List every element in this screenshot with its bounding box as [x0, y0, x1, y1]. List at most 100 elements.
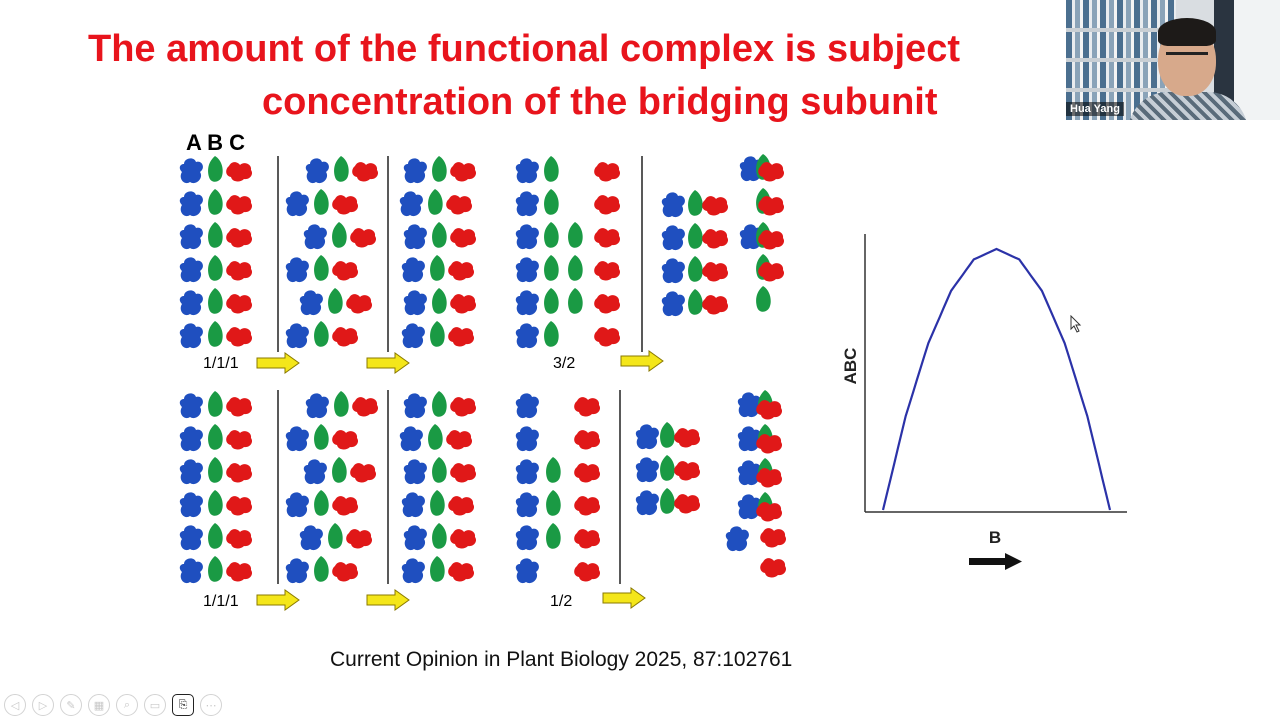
participant-name: Hua Yang	[1066, 102, 1124, 116]
participant-glasses	[1166, 52, 1208, 65]
subunit-c-blob	[574, 463, 601, 483]
pen-button[interactable]: ✎	[60, 694, 82, 716]
subunit-c-blob	[332, 195, 359, 215]
subunit-a-blob	[515, 257, 539, 283]
subunit-c-blob	[594, 195, 621, 215]
shelf-line	[1066, 88, 1176, 92]
subunit-b-blob	[660, 488, 675, 514]
subunit-a-blob	[737, 460, 761, 486]
subunit-a-blob	[515, 459, 539, 485]
subunit-b-blob	[332, 222, 347, 248]
subunit-a-blob	[403, 158, 427, 184]
subunit-a-blob	[661, 258, 685, 284]
next-slide-button[interactable]: ▷	[32, 694, 54, 716]
subunit-b-blob	[688, 256, 703, 282]
camera-button[interactable]: ⎘	[172, 694, 194, 716]
subtitles-button[interactable]: ▭	[144, 694, 166, 716]
subunit-b-blob	[432, 222, 447, 248]
subunit-b-blob	[544, 156, 559, 182]
subunit-c-blob	[448, 327, 475, 347]
subunit-c-blob	[350, 228, 377, 248]
ratio-label-bottom-left: 1/1/1	[203, 593, 239, 610]
subunit-a-blob	[515, 191, 539, 217]
subunit-a-blob	[635, 490, 659, 516]
subunit-a-blob	[303, 224, 327, 250]
subunit-a-blob	[179, 257, 203, 283]
subunit-b-blob	[568, 255, 583, 281]
abc-curve	[881, 247, 1112, 511]
subunit-c-blob	[448, 562, 475, 582]
subunit-a-blob	[179, 393, 203, 419]
subunit-b-blob	[432, 156, 447, 182]
subunit-b-blob	[428, 424, 443, 450]
arrow-shaft	[969, 558, 1007, 565]
subunit-a-blob	[305, 158, 329, 184]
subunit-c-blob	[702, 196, 729, 216]
subunit-c-blob	[450, 397, 477, 417]
subunit-a-blob	[299, 525, 323, 551]
mouse-cursor-icon	[1070, 315, 1082, 333]
subunit-b-blob	[208, 255, 223, 281]
subunit-a-blob	[285, 257, 309, 283]
subunit-b-blob	[208, 523, 223, 549]
subunit-b-blob	[688, 223, 703, 249]
subunit-c-blob	[674, 428, 701, 448]
subunit-c-blob	[226, 162, 253, 182]
slideshow-toolbar: ◁ ▷ ✎ ▦ ⌕ ▭ ⎘ ⋯	[4, 694, 222, 716]
yellow-arrow	[366, 589, 410, 611]
subunit-a-blob	[661, 192, 685, 218]
subunit-b-blob	[332, 457, 347, 483]
subunit-a-blob	[179, 459, 203, 485]
zoom-button[interactable]: ⌕	[116, 694, 138, 716]
subunit-c-blob	[756, 434, 783, 454]
subunit-a-blob	[737, 426, 761, 452]
slides-grid-button[interactable]: ▦	[88, 694, 110, 716]
arrow-head	[1005, 553, 1022, 570]
subunit-b-blob	[208, 457, 223, 483]
subunit-a-blob	[515, 323, 539, 349]
subunit-a-blob	[403, 393, 427, 419]
ratio-label-bottom-right: 1/2	[550, 593, 572, 610]
ratio-label-top-right: 3/2	[553, 355, 575, 372]
subunit-a-blob	[515, 558, 539, 584]
wall-pillar	[1214, 0, 1234, 120]
subunit-a-blob	[403, 290, 427, 316]
subunit-c-blob	[574, 529, 601, 549]
subunit-c-blob	[574, 496, 601, 516]
chart-y-label: ABC	[841, 348, 860, 385]
subunit-a-blob	[179, 558, 203, 584]
subunit-c-blob	[226, 195, 253, 215]
subunit-c-blob	[332, 327, 359, 347]
subunit-c-blob	[226, 294, 253, 314]
subunit-b-blob	[568, 288, 583, 314]
subunit-a-blob	[661, 225, 685, 251]
yellow-arrows	[256, 350, 664, 611]
subunit-c-blob	[226, 562, 253, 582]
subunit-c-blob	[450, 294, 477, 314]
subunit-a-blob	[401, 257, 425, 283]
subunit-a-blob	[285, 558, 309, 584]
subunit-b-blob	[430, 490, 445, 516]
yellow-arrow	[620, 350, 664, 372]
subunit-c-blob	[702, 262, 729, 282]
subunit-c-blob	[760, 528, 787, 548]
subunit-b-blob	[334, 391, 349, 417]
subunit-c-blob	[226, 496, 253, 516]
webcam-thumbnail[interactable]: Hua Yang	[1066, 0, 1280, 120]
subunit-a-blob	[635, 424, 659, 450]
subunit-c-blob	[702, 295, 729, 315]
subunit-b-blob	[208, 321, 223, 347]
subunit-c-blob	[574, 397, 601, 417]
subunit-a-blob	[179, 426, 203, 452]
more-button[interactable]: ⋯	[200, 694, 222, 716]
subunit-c-blob	[350, 463, 377, 483]
subunit-a-blob	[179, 158, 203, 184]
subunit-a-blob	[515, 158, 539, 184]
subunit-c-blob	[674, 461, 701, 481]
subunit-c-blob	[346, 529, 373, 549]
subunit-b-blob	[430, 321, 445, 347]
subunit-diagram	[179, 154, 787, 584]
subunit-b-blob	[544, 255, 559, 281]
previous-slide-button[interactable]: ◁	[4, 694, 26, 716]
